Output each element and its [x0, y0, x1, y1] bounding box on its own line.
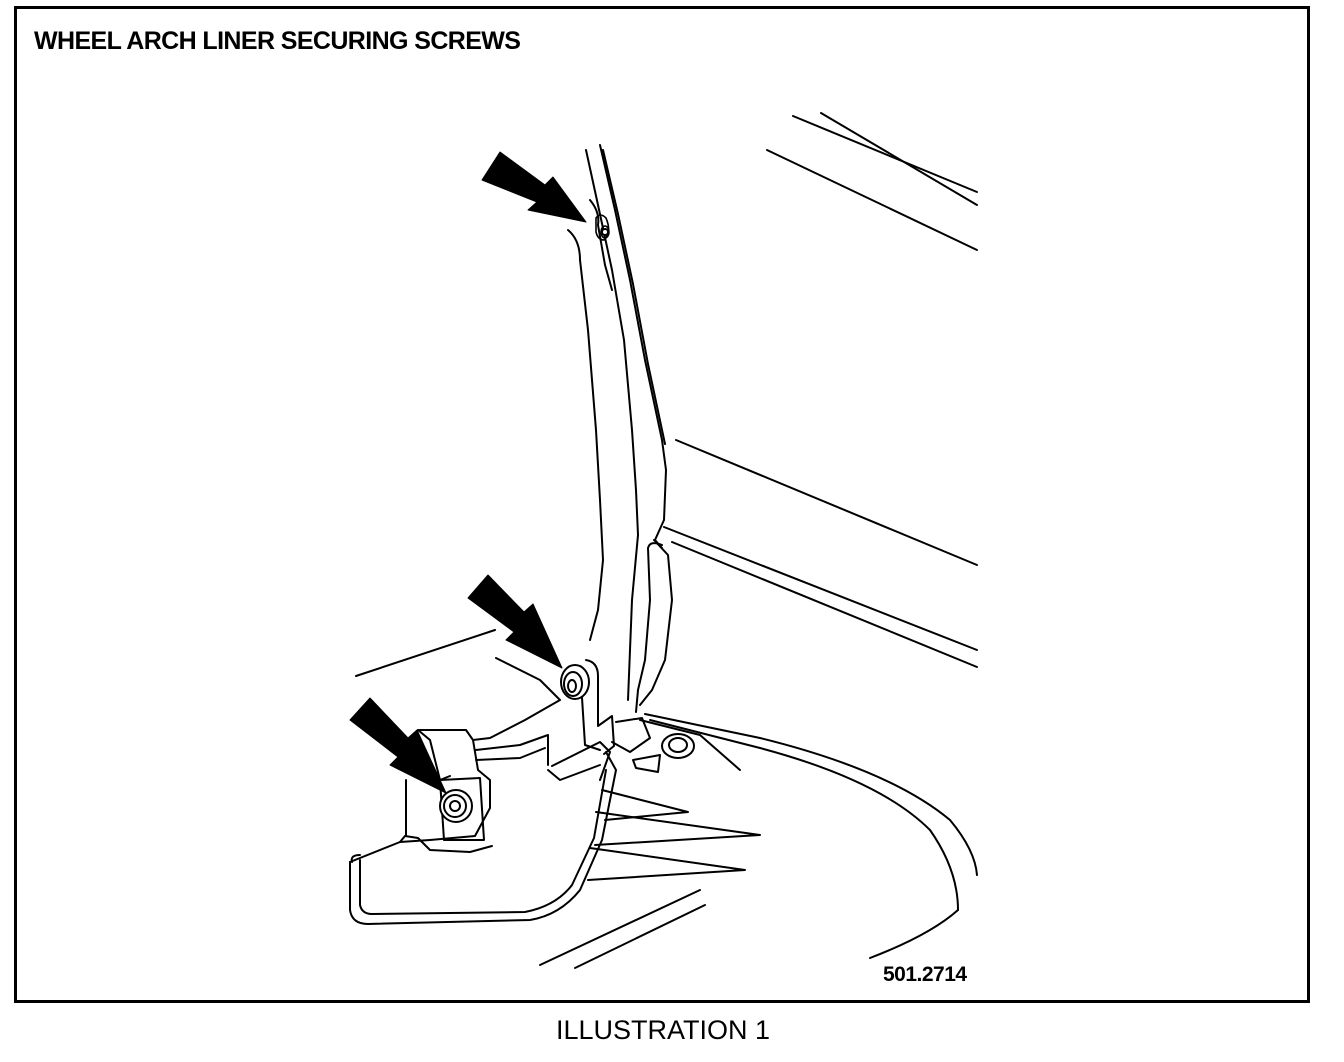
middle-screw	[560, 664, 590, 700]
arrow-icon	[481, 151, 587, 223]
illustration-caption: ILLUSTRATION 1	[555, 1015, 771, 1045]
wheel-arch-curve	[355, 629, 978, 969]
floor-screw	[661, 733, 695, 759]
body-lines-middle	[663, 439, 978, 668]
diagram-frame	[14, 6, 1310, 1003]
diagram-title: WHEEL ARCH LINER SECURING SCREWS	[34, 27, 521, 55]
upper-screw	[601, 228, 609, 236]
arrow-icon	[349, 697, 447, 794]
mud-flap	[349, 657, 617, 925]
reference-number: 501.2714	[883, 963, 967, 986]
lower-screw	[439, 789, 473, 823]
body-lines-top	[766, 112, 978, 251]
floor-panels	[587, 754, 761, 881]
arrow-icon	[467, 574, 563, 669]
liner-pillar	[567, 144, 673, 713]
